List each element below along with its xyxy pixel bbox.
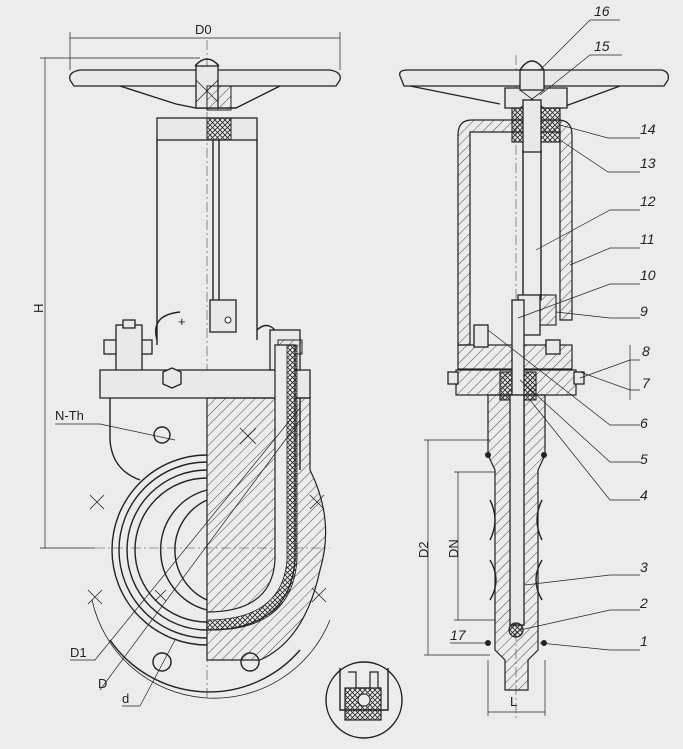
part-6: 6 [640,415,648,431]
part-5: 5 [640,451,648,467]
part-leaders [450,19,640,651]
label-d2: D2 [416,541,431,558]
label-l: L [510,694,517,709]
packing-detail [325,661,403,739]
valve-body-side [485,394,547,691]
part-2: 2 [639,595,648,611]
part-12: 12 [640,193,656,209]
part-16: 16 [594,3,610,19]
part-15: 15 [594,38,610,54]
label-d-small: d [122,691,129,706]
body-section-front [206,344,327,661]
part-7: 7 [642,375,651,391]
handwheel-front [69,58,341,111]
part-1: 1 [640,633,648,649]
front-view: + [31,22,403,739]
label-d0: D0 [195,22,212,37]
handwheel-side [399,60,670,109]
svg-text:+: + [178,314,186,329]
part-3: 3 [640,559,648,575]
label-d: D [98,676,107,691]
label-d1: D1 [70,645,87,660]
part-8: 8 [642,343,650,359]
part-17: 17 [450,627,467,643]
side-view: D2 DN L 16 [399,3,670,720]
part-4: 4 [640,487,648,503]
part-13: 13 [640,155,656,171]
part-9: 9 [640,303,648,319]
bonnet-front: + [155,117,281,345]
part-11: 11 [640,231,655,247]
label-nth: N-Th [55,408,84,423]
label-h: H [31,304,46,313]
part-10: 10 [640,267,656,283]
yoke-side [457,99,573,346]
part-14: 14 [640,121,656,137]
label-dn: DN [446,539,461,558]
valve-body-front [87,398,331,699]
